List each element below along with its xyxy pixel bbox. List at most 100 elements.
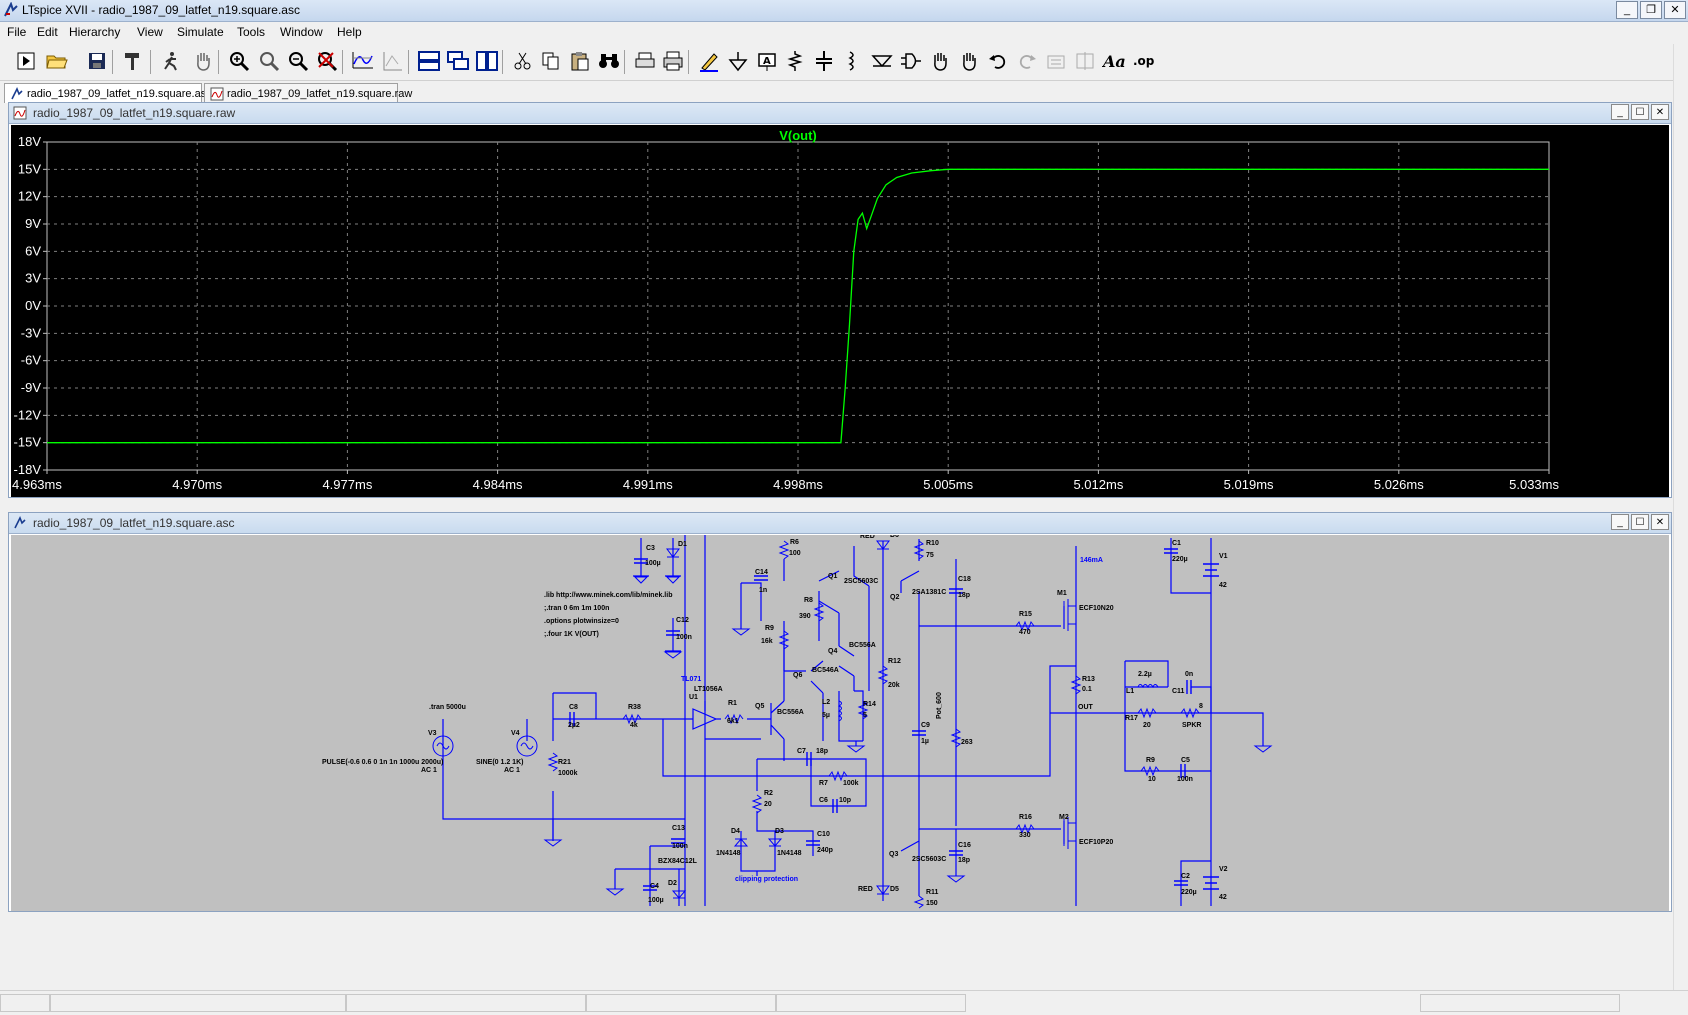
inductor-button[interactable] [839,48,865,74]
waveform-maximize-button[interactable]: ☐ [1631,104,1649,120]
move-button[interactable] [927,48,953,74]
schematic-label[interactable]: 0n [1185,671,1193,678]
schematic-label[interactable]: C9 [921,722,930,729]
schematic-window-titlebar[interactable]: radio_1987_09_latfet_n19.square.asc _ ☐ … [9,513,1671,534]
schematic-label[interactable]: C6 [819,797,828,804]
schematic-label[interactable]: 16k [761,638,773,645]
schematic-label[interactable]: C10 [817,831,830,838]
print-button[interactable] [660,48,686,74]
label-net-button[interactable]: A [754,48,780,74]
menu-window[interactable]: Window [280,25,323,39]
schematic-label[interactable]: 1n [759,587,767,594]
resistor-button[interactable] [782,48,808,74]
ground-button[interactable] [725,48,751,74]
paste-button[interactable] [567,48,593,74]
schematic-label[interactable]: 100 [789,550,801,557]
menu-file[interactable]: File [7,25,27,39]
diode-button[interactable] [869,48,895,74]
schematic-label[interactable]: ECF10P20 [1079,839,1113,846]
schematic-label[interactable]: Q4 [828,648,837,655]
schematic-label[interactable]: R15 [1019,611,1032,618]
schematic-label[interactable]: AC 1 [504,767,520,774]
schematic-label[interactable]: .options plotwinsize=0 [544,618,619,625]
schematic-label[interactable]: V4 [511,730,520,737]
schematic-label[interactable]: 330 [1019,832,1031,839]
schematic-label[interactable]: LT1056A [694,686,723,693]
schematic-label[interactable]: 18p [816,748,828,755]
main-scrollbar[interactable] [1673,44,1688,990]
schematic-label[interactable]: AC 1 [421,767,437,774]
schematic-label[interactable]: R1 [728,700,737,707]
schematic-label[interactable]: R9 [765,625,774,632]
schematic-label[interactable]: R21 [558,759,571,766]
schematic-label[interactable]: 220µ [1172,556,1188,563]
menu-tools[interactable]: Tools [237,25,266,39]
schematic-label[interactable]: 1N4148 [716,850,741,857]
zoom-in-button[interactable] [226,48,252,74]
schematic-label[interactable]: 2SC5603C [912,856,946,863]
schematic-label[interactable]: R38 [628,704,641,711]
schematic-label[interactable]: C11 [1172,688,1185,695]
control-panel-button[interactable] [120,48,146,74]
zoom-cancel-button[interactable] [314,48,340,74]
schematic-label[interactable]: .lib http://www.minek.com/lib/minek.lib [544,592,672,599]
schematic-label[interactable]: D2 [668,880,677,887]
schematic-label[interactable]: 5 [863,712,867,719]
schematic-label[interactable]: C14 [755,569,768,576]
schematic-label[interactable]: Q2 [890,594,899,601]
schematic-label[interactable]: BC556A [849,642,876,649]
schematic-label[interactable]: R16 [1019,814,1032,821]
schematic-label[interactable]: R6 [790,539,799,546]
schematic-label[interactable]: R9 [1146,757,1155,764]
tile-horizontal-button[interactable] [416,48,442,74]
menu-view[interactable]: View [137,25,163,39]
menu-help[interactable]: Help [337,25,362,39]
schematic-label[interactable]: 6k1 [727,718,739,725]
save-button[interactable] [84,48,110,74]
rotate-button[interactable] [1043,48,1069,74]
schematic-label[interactable]: C16 [958,842,971,849]
schematic-label[interactable]: R7 [819,780,828,787]
schematic-label[interactable]: C18 [958,576,971,583]
schematic-label[interactable]: C5 [1181,757,1190,764]
schematic-label[interactable]: 100n [676,634,692,641]
schematic-label[interactable]: C8 [569,704,578,711]
schematic-label[interactable]: BC546A [812,667,839,674]
schematic-label[interactable]: ECF10N20 [1079,605,1114,612]
schematic-label[interactable]: L1 [1126,688,1134,695]
schematic-label[interactable]: V3 [428,730,437,737]
mirror-button[interactable] [1072,48,1098,74]
schematic-close-button[interactable]: ✕ [1651,514,1669,530]
schematic-label[interactable]: SINE(0 1.2 1K) [476,759,523,766]
schematic-maximize-button[interactable]: ☐ [1631,514,1649,530]
schematic-label[interactable]: 470 [1019,629,1031,636]
schematic-label[interactable]: V1 [1219,553,1228,560]
schematic-label[interactable]: D4 [731,828,740,835]
schematic-label[interactable]: Pot_600 [936,692,943,719]
schematic-label[interactable]: C3 [646,545,655,552]
schematic-label[interactable]: 10p [839,797,851,804]
schematic-label[interactable]: R2 [764,790,773,797]
schematic-label[interactable]: 150 [926,900,938,907]
schematic-label[interactable]: 20k [888,682,900,689]
schematic-label[interactable]: C1 [1172,540,1181,547]
schematic-label[interactable]: 42 [1219,894,1227,901]
waveform-close-button[interactable]: ✕ [1651,104,1669,120]
schematic-label[interactable]: PULSE(-0.6 0.6 0 1n 1n 1000u 2000u) [322,759,443,766]
cascade-button[interactable] [445,48,471,74]
capacitor-button[interactable] [811,48,837,74]
schematic-label[interactable]: 263 [961,739,973,746]
schematic-label[interactable]: ;.tran 0 6m 1m 100n [544,605,609,612]
schematic-label[interactable]: M2 [1059,814,1069,821]
run-button[interactable] [13,48,39,74]
grid-button[interactable] [380,48,406,74]
drag-button[interactable] [956,48,982,74]
schematic-label[interactable]: 75 [926,552,934,559]
schematic-label[interactable]: 240p [817,847,833,854]
schematic-label[interactable]: RED [858,886,873,893]
schematic-label[interactable]: R14 [863,701,876,708]
waveform-minimize-button[interactable]: _ [1611,104,1629,120]
tab-waveform[interactable]: radio_1987_09_latfet_n19.square.raw [204,83,412,103]
schematic-label[interactable]: R17 [1125,715,1138,722]
schematic-label[interactable]: 2SC5603C [844,578,878,585]
